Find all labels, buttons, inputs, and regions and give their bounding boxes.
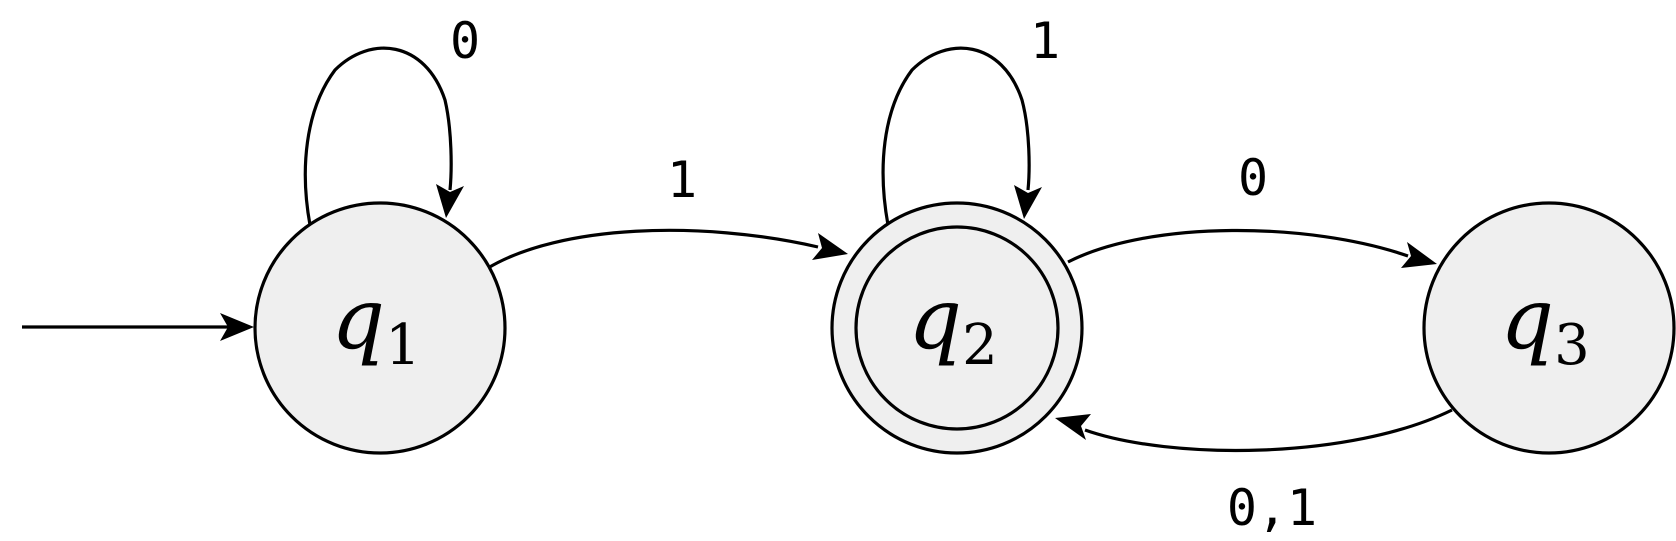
transition-q1-q2: 1 <box>487 151 848 270</box>
transition-q2-q3: 0 <box>1067 149 1437 268</box>
label-q2-q2: 1 <box>1030 12 1060 70</box>
transition-q3-q2: 0,1 <box>1055 408 1453 537</box>
label-q3-q2: 0,1 <box>1227 479 1317 537</box>
state-q2: q2 <box>830 201 1084 455</box>
state-q3-label: q3 <box>1500 270 1589 378</box>
label-q2-q3: 0 <box>1238 149 1268 207</box>
state-q3: q3 <box>1422 201 1676 455</box>
label-q1-q2: 1 <box>667 151 697 209</box>
state-q1-label: q1 <box>331 270 420 378</box>
label-q1-q1: 0 <box>450 12 480 70</box>
accepting-ring <box>854 225 1060 431</box>
start-arrow <box>22 313 254 341</box>
transition-q2-q2: 1 <box>881 12 1060 226</box>
state-q1: q1 <box>253 201 507 455</box>
state-q2-label: q2 <box>908 270 997 378</box>
transition-q1-q1: 0 <box>303 12 480 226</box>
